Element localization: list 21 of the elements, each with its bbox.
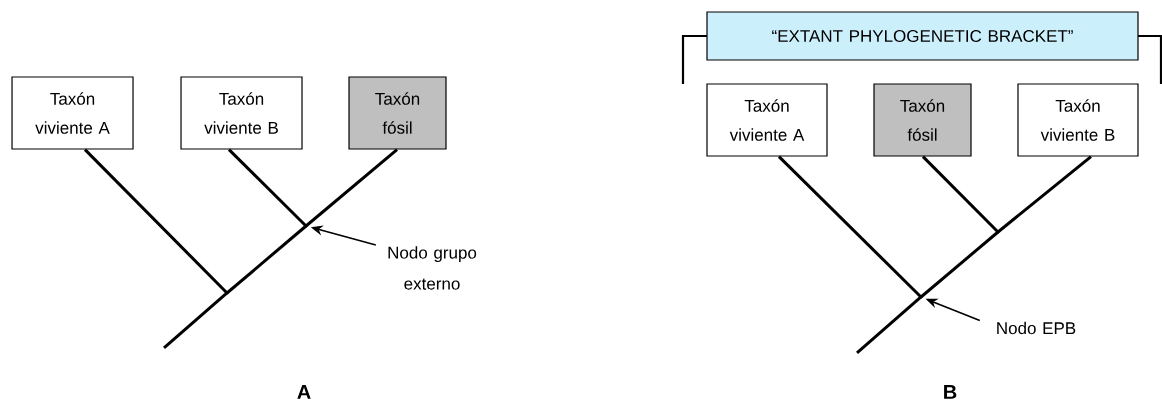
taxon-box: Taxón fósil [348,76,447,150]
taxon-box: Taxón viviente A [11,76,134,150]
panel-letter: A [297,385,311,399]
branch-line [163,291,228,350]
taxon-box: Taxón fósil [873,83,972,157]
panel-letter: B [944,385,957,399]
node-label: Nodo grupo externo [388,246,477,290]
branch-line [226,224,307,295]
taxon-box: Taxón viviente B [180,76,303,150]
branch-line [856,295,922,355]
taxon-box: Taxón viviente A [706,83,828,157]
branch-line [997,155,1092,234]
branch-line [921,155,1000,234]
branch-line [227,148,308,228]
branch-line [920,230,999,299]
branch-line [777,155,923,299]
node-label: Nodo EPB [997,321,1076,335]
taxon-box: Taxón viviente B [1017,83,1139,157]
branch-line [305,148,398,228]
title-box: “EXTANT PHYLOGENETIC BRACKET” [706,11,1139,61]
branch-line [83,148,229,295]
